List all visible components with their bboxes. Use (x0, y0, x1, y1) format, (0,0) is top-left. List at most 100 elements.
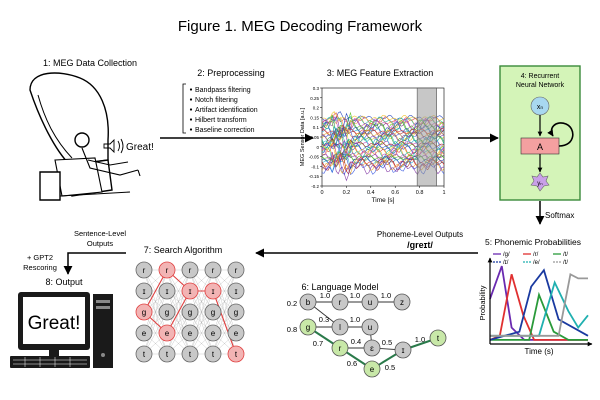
search-node-label: e (165, 329, 170, 338)
search-node (204, 324, 222, 342)
search-node (227, 261, 245, 279)
preprocessing-item: Bandpass filtering (195, 87, 251, 94)
search-node (158, 303, 176, 321)
search-node-label: ɪ (235, 287, 238, 296)
sentence-outputs-label-line1: Sentence-Level (74, 229, 126, 238)
bullet-icon (189, 108, 193, 111)
legend-entry: /r/ (533, 252, 539, 258)
lm-node-label: u (368, 323, 372, 332)
search-node-label: g (188, 308, 192, 317)
lm-weight-label: 0.5 (385, 363, 395, 372)
rnn-recurrent-loop (547, 122, 574, 147)
lm-node (394, 341, 412, 359)
rnn-cell-label: A (537, 142, 543, 152)
lm-node (363, 339, 381, 357)
search-node (181, 303, 199, 321)
phoneme-probability-plot: /g//r//t//ɪ//e//t/Time (s)Probability (478, 252, 593, 356)
search-node-label: g (165, 308, 169, 317)
y-tick-label: 0.15 (310, 115, 319, 120)
rnn-output-node (530, 172, 550, 192)
lm-node (363, 360, 381, 378)
y-axis-label: MEG Sensor Data [a.u.] (300, 107, 306, 166)
y-tick-label: -0.15 (309, 174, 320, 179)
search-node-label: e (142, 329, 147, 338)
preprocessing-item: Baseline correction (195, 127, 255, 134)
search-node (181, 345, 199, 363)
lm-node-label: l (339, 323, 341, 332)
search-node-label: ɪ (166, 287, 169, 296)
lm-weight-label: 1.0 (415, 335, 425, 344)
search-node-label: r (166, 266, 169, 275)
lm-node-label: r (339, 344, 342, 353)
monitor-text: Great! (28, 313, 81, 334)
legend-entry: /g/ (503, 252, 510, 258)
speaker-sound-icon (103, 138, 124, 154)
meg-scanner-illustration (29, 72, 141, 201)
lm-node (361, 293, 379, 311)
search-node-label: t (235, 350, 238, 359)
search-node-label: ɪ (143, 287, 146, 296)
preprocessing-bracket (182, 83, 186, 134)
search-node (158, 324, 176, 342)
step1-label: 1: MEG Data Collection (43, 58, 137, 68)
probability-curve (489, 268, 589, 341)
x-tick-label: 0.6 (391, 190, 399, 196)
bullet-icon (189, 98, 193, 101)
lm-node-label: ɪ (402, 346, 405, 355)
lm-node-label: b (306, 298, 311, 307)
y-tick-label: -0.1 (311, 164, 319, 169)
search-node-label: ɪ (189, 287, 192, 296)
step7-label: 7: Search Algorithm (144, 245, 223, 255)
lm-weight-label: 0.4 (351, 337, 361, 346)
step8-label: 8: Output (45, 277, 83, 287)
search-node (227, 303, 245, 321)
search-node-label: t (166, 350, 169, 359)
x-axis-label: Time [s] (372, 197, 395, 204)
step6-label: 6: Language Model (301, 282, 378, 292)
lm-weight-label: 1.0 (320, 291, 330, 300)
lm-weight-label: 0.8 (287, 325, 297, 334)
phoneme-outputs-label: Phoneme-Level Outputs (377, 230, 463, 239)
lm-node (331, 293, 349, 311)
search-node (204, 345, 222, 363)
search-node (135, 261, 153, 279)
search-node-label: g (211, 308, 215, 317)
step3-label: 3: MEG Feature Extraction (327, 68, 434, 78)
search-node-label: r (235, 266, 238, 275)
lm-node-label: t (437, 334, 440, 343)
search-node-label: e (234, 329, 239, 338)
search-node (135, 345, 153, 363)
search-node (227, 282, 245, 300)
preprocessing-item: Hilbert transform (195, 117, 247, 124)
lm-node (361, 318, 379, 336)
legend-entry: /t/ (563, 260, 568, 266)
y-tick-label: 0.25 (310, 96, 319, 101)
search-node-label: t (143, 350, 146, 359)
probability-curve (490, 272, 588, 337)
search-node (158, 282, 176, 300)
legend-entry: /e/ (533, 260, 540, 266)
step4-label-line1: 4: Recurrent (521, 73, 560, 80)
phoneme-outputs-value: /greɪt/ (407, 240, 433, 250)
y-tick-label: -0.2 (311, 184, 319, 189)
monitor-screen (23, 297, 85, 344)
lm-node (331, 318, 349, 336)
lm-weight-label: 0.6 (347, 359, 357, 368)
rescoring-label-line1: + GPT2 (27, 253, 53, 262)
y-tick-label: 0.3 (313, 86, 320, 91)
y-tick-label: 0.2 (313, 106, 320, 111)
bullet-icon (189, 118, 193, 121)
lm-node (331, 339, 349, 357)
search-node (181, 282, 199, 300)
search-node (158, 261, 176, 279)
bullet-icon (189, 88, 193, 91)
search-node-label: e (211, 329, 216, 338)
computer-illustration (10, 292, 113, 368)
lm-node-label: z (400, 298, 404, 307)
lm-weight-label: 1.0 (350, 291, 360, 300)
search-node (227, 324, 245, 342)
step2-label: 2: Preprocessing (197, 68, 265, 78)
